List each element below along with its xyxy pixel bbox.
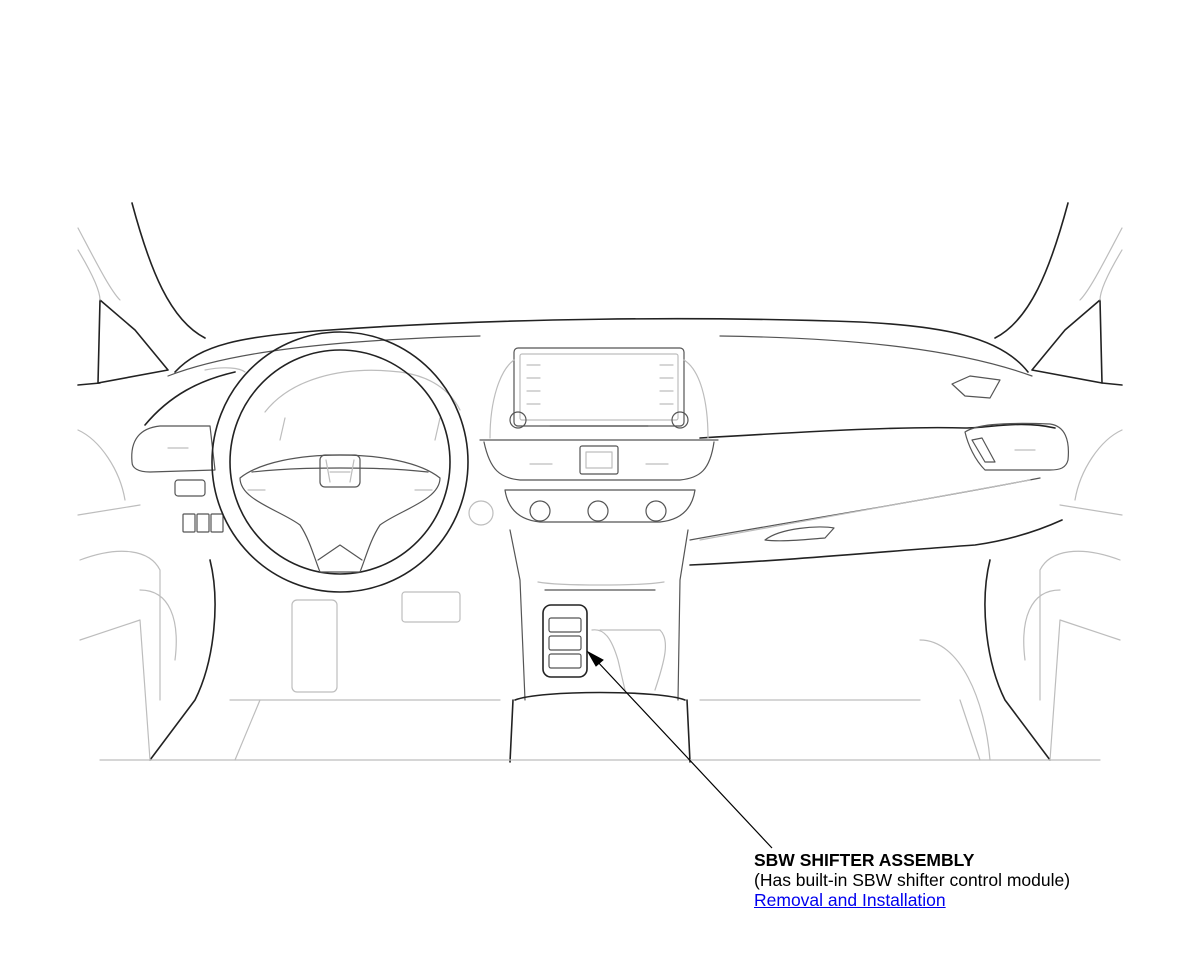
center-display <box>509 347 689 429</box>
shifter-callout: SBW SHIFTER ASSEMBLY (Has built-in SBW s… <box>754 850 1070 910</box>
center-console <box>509 691 691 763</box>
floor-and-seats <box>77 429 1123 761</box>
steering-wheel <box>211 331 469 593</box>
removal-installation-link[interactable]: Removal and Installation <box>754 890 946 910</box>
dashboard-upper-contour <box>167 335 1033 377</box>
right-vent <box>951 375 1070 471</box>
dashboard-top-edge <box>174 317 1029 373</box>
instrument-cluster <box>264 369 461 441</box>
callout-description: (Has built-in SBW shifter control module… <box>754 870 1071 890</box>
left-a-pillar <box>77 202 206 386</box>
dashboard-lower-contour <box>144 371 1056 439</box>
honda-emblem-icon <box>319 454 361 488</box>
callout-title: SBW SHIFTER ASSEMBLY <box>754 850 975 870</box>
dashboard-lower-edge <box>689 519 1063 566</box>
left-switch-panel <box>174 479 224 533</box>
leader-arrow-icon <box>586 650 773 849</box>
center-stack <box>468 359 719 701</box>
glovebox <box>699 479 1031 542</box>
right-a-pillar <box>994 202 1123 386</box>
sbw-shifter <box>542 604 666 691</box>
